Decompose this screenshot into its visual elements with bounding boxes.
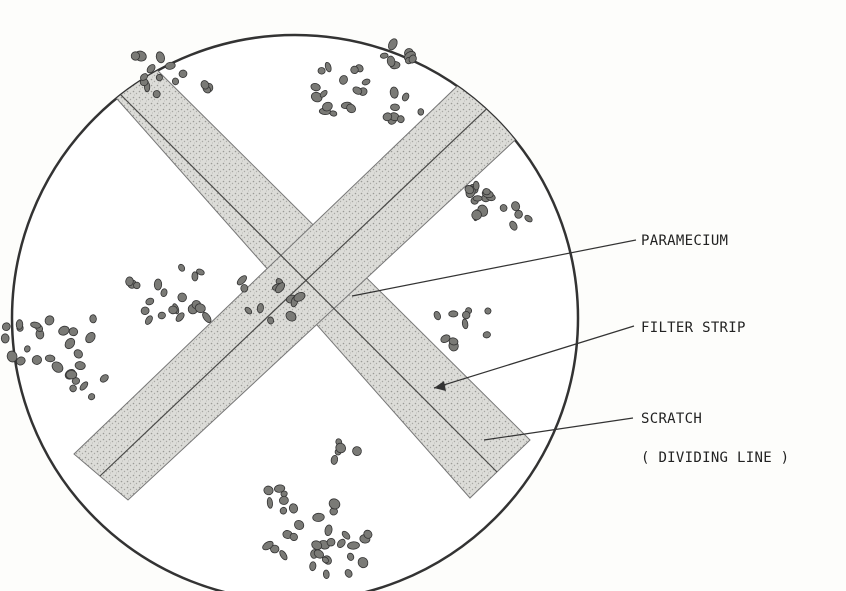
paramecium-blob	[66, 371, 77, 379]
paramecium-blob	[155, 51, 166, 64]
paramecium-blob	[153, 90, 161, 98]
paramecium-blob	[387, 37, 399, 51]
paramecium-blob	[482, 188, 490, 195]
paramecium-blob	[318, 67, 326, 74]
paramecium-blob	[449, 311, 458, 317]
paramecium-blob	[390, 104, 399, 111]
label-dividing-line: ( DIVIDING LINE )	[641, 450, 789, 466]
paramecium-blob	[473, 181, 479, 190]
paramecium-blob	[16, 320, 23, 330]
paramecium-blob	[154, 279, 162, 290]
paramecium-blob	[125, 277, 133, 287]
paramecium-blob	[156, 74, 163, 82]
paramecium-blob	[89, 314, 96, 323]
label-filter-strip: FILTER STRIP	[641, 320, 746, 336]
paramecium-blob	[418, 108, 424, 115]
paramecium-blob	[169, 306, 178, 314]
label-scratch: SCRATCH	[641, 411, 702, 427]
paramecium-blob	[172, 78, 179, 86]
paramecium-blob	[241, 284, 248, 292]
paramecium-blob	[380, 53, 388, 59]
paramecium-blob	[473, 196, 482, 201]
label-paramecium: PARAMECIUM	[641, 233, 728, 249]
paramecium-blob	[1, 334, 9, 344]
paramecium-blob	[309, 561, 316, 571]
paramecium-blob	[1, 321, 12, 332]
paramecium-blob	[323, 570, 330, 579]
